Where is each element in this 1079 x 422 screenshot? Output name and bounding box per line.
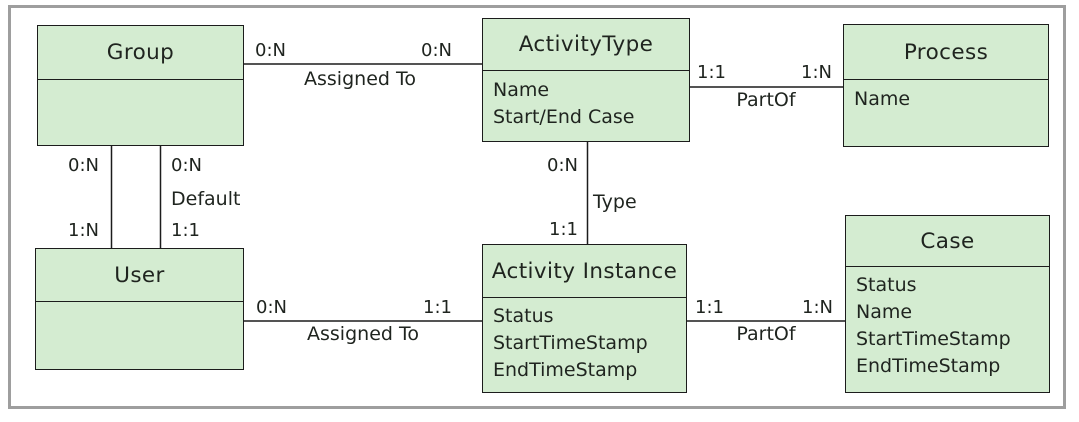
entity-process: Process Name — [843, 24, 1049, 147]
entity-attributes — [36, 302, 243, 308]
entity-title: Process — [844, 25, 1048, 80]
cardinality-label: 1:N — [801, 62, 832, 83]
cardinality-label: 1:1 — [695, 297, 724, 318]
cardinality-label: 0:N — [547, 155, 578, 176]
entity-title: ActivityType — [483, 19, 689, 71]
entity-activity-type: ActivityType Name Start/End Case — [482, 18, 690, 142]
cardinality-label: 0:N — [421, 40, 452, 61]
cardinality-label: 1:1 — [171, 220, 200, 241]
entity-attribute: EndTimeStamp — [856, 355, 1001, 377]
entity-activity-instance: Activity Instance Status StartTimeStamp … — [482, 244, 687, 393]
entity-attributes: Name Start/End Case — [483, 71, 689, 131]
entity-title: Group — [38, 26, 243, 80]
entity-title: Activity Instance — [483, 245, 686, 298]
entity-attribute: Status — [493, 305, 554, 327]
entity-group: Group — [37, 25, 244, 146]
entity-attribute: StartTimeStamp — [493, 332, 648, 354]
entity-attribute: Name — [856, 301, 913, 323]
cardinality-label: 0:N — [68, 155, 99, 176]
cardinality-label: 1:1 — [423, 297, 452, 318]
cardinality-label: 1:1 — [697, 62, 726, 83]
entity-title: User — [36, 249, 243, 302]
cardinality-label: 1:1 — [549, 219, 578, 240]
relationship-name-label: Assigned To — [304, 68, 416, 90]
entity-case: Case Status Name StartTimeStamp EndTimeS… — [845, 215, 1050, 393]
relationship-name-label: Default — [171, 188, 241, 210]
cardinality-label: 0:N — [255, 40, 286, 61]
entity-attribute: Name — [854, 88, 911, 110]
entity-attribute: Status — [856, 274, 917, 296]
entity-attribute: Name — [493, 79, 550, 101]
entity-attribute: EndTimeStamp — [493, 359, 638, 381]
relationship-name-label: PartOf — [736, 89, 796, 111]
cardinality-label: 0:N — [171, 155, 202, 176]
entity-attribute: Start/End Case — [493, 106, 635, 128]
relationship-name-label: Type — [593, 191, 637, 213]
entity-attributes: Status StartTimeStamp EndTimeStamp — [483, 298, 686, 384]
cardinality-label: 1:N — [802, 297, 833, 318]
entity-attributes: Status Name StartTimeStamp EndTimeStamp — [846, 267, 1049, 380]
relationship-name-label: Assigned To — [307, 323, 419, 345]
cardinality-label: 1:N — [68, 220, 99, 241]
entity-attribute: StartTimeStamp — [856, 328, 1011, 350]
entity-attributes: Name — [844, 80, 1048, 113]
entity-user: User — [35, 248, 244, 370]
entity-title: Case — [846, 216, 1049, 267]
relationship-name-label: PartOf — [736, 323, 796, 345]
entity-attributes — [38, 80, 243, 86]
cardinality-label: 0:N — [256, 297, 287, 318]
